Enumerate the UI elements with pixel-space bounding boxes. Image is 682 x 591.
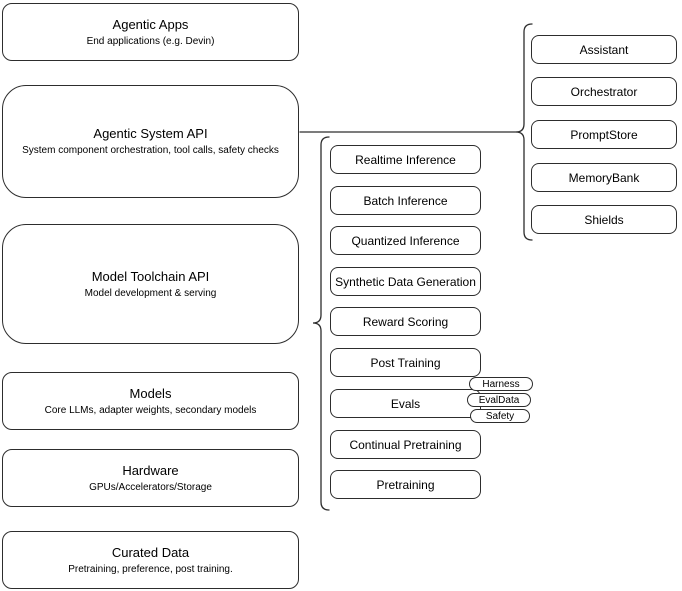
box-title: Hardware [122,462,179,478]
toolchain-item-synthetic-data-generation: Synthetic Data Generation [330,267,481,296]
toolchain-item-pretraining: Pretraining [330,470,481,499]
system-components-brace [515,23,533,241]
box-subtitle: Pretraining, preference, post training. [68,563,233,575]
box-title: Models [129,385,172,401]
box-subtitle: System component orchestration, tool cal… [22,145,279,156]
toolchain-brace [312,136,330,511]
component-memorybank: MemoryBank [531,163,677,192]
box-models: Models Core LLMs, adapter weights, secon… [2,372,299,430]
component-shields: Shields [531,205,677,234]
toolchain-item-batch-inference: Batch Inference [330,186,481,215]
eval-tag-safety: Safety [470,409,530,423]
component-promptstore: PromptStore [531,120,677,149]
component-assistant: Assistant [531,35,677,64]
box-title: Agentic System API [93,126,208,141]
box-model-toolchain-api: Model Toolchain API Model development & … [2,224,299,344]
box-subtitle: Core LLMs, adapter weights, secondary mo… [44,404,257,416]
box-hardware: Hardware GPUs/Accelerators/Storage [2,449,299,507]
eval-tag-evaldata: EvalData [467,393,531,407]
box-title: Curated Data [111,544,190,560]
toolchain-item-realtime-inference: Realtime Inference [330,145,481,174]
box-title: Model Toolchain API [91,268,210,284]
box-title: Agentic Apps [112,16,189,32]
eval-tag-harness: Harness [469,377,533,391]
toolchain-item-post-training: Post Training [330,348,481,377]
toolchain-item-reward-scoring: Reward Scoring [330,307,481,336]
toolchain-item-quantized-inference: Quantized Inference [330,226,481,255]
box-subtitle: Model development & serving [84,287,217,299]
box-curated-data: Curated Data Pretraining, preference, po… [2,531,299,589]
toolchain-item-evals: Evals [330,389,481,418]
toolchain-item-continual-pretraining: Continual Pretraining [330,430,481,459]
box-subtitle: GPUs/Accelerators/Storage [89,481,212,493]
box-agentic-apps: Agentic Apps End applications (e.g. Devi… [2,3,299,61]
box-subtitle: End applications (e.g. Devin) [86,35,215,47]
box-agentic-system-api: Agentic System API System component orch… [2,85,299,198]
component-orchestrator: Orchestrator [531,77,677,106]
